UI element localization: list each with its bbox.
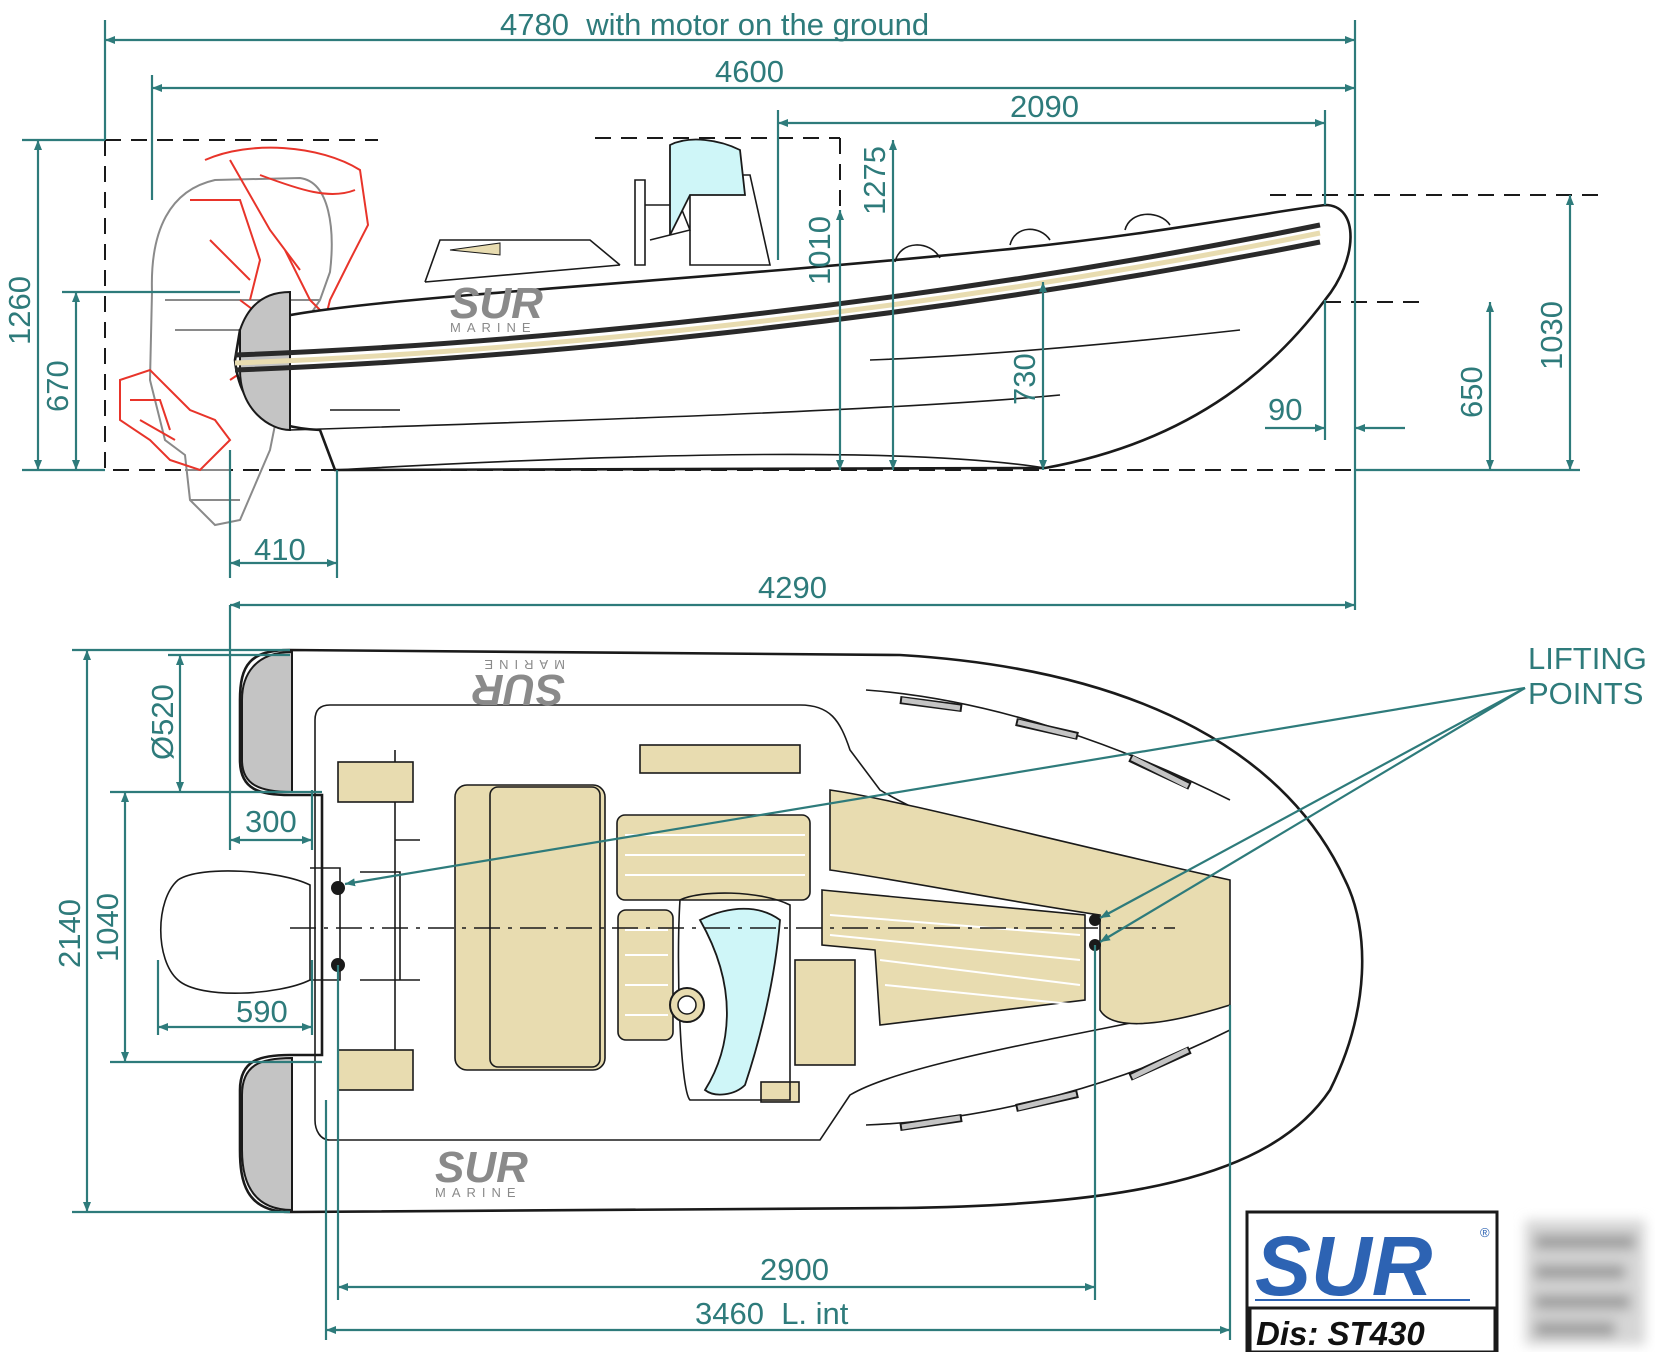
side-logo-sub: MARINE — [450, 320, 537, 335]
dim-1275: 1275 — [857, 146, 892, 215]
dim-520: Ø520 — [145, 684, 180, 760]
dim-3460: 3460 L. int — [695, 1296, 849, 1331]
dim-2090: 2090 — [1010, 89, 1079, 124]
plan-view: SUR MARINE SUR MARINE — [160, 648, 1364, 1214]
model-code: Dis: ST430 — [1256, 1315, 1425, 1352]
side-dimensions: 4780 with motor on the ground 4600 2090 … — [2, 7, 1580, 610]
lifting-points-label-1: LIFTING — [1528, 641, 1647, 676]
redacted-info — [1525, 1220, 1645, 1345]
dim-4600: 4600 — [715, 54, 784, 89]
dim-2900: 2900 — [760, 1252, 829, 1287]
dim-1040: 1040 — [90, 893, 125, 962]
lifting-points-label-2: POINTS — [1528, 676, 1643, 711]
dim-410: 410 — [254, 532, 306, 567]
title-block: SUR ® MARINE Dis: ST430 — [1245, 1210, 1645, 1352]
plan-logo-top: SUR — [472, 665, 565, 714]
teak-deck — [616, 789, 1231, 1041]
title-logo: SUR — [1255, 1219, 1433, 1313]
dim-1010: 1010 — [802, 216, 837, 285]
plan-logo-bottom: SUR — [435, 1143, 528, 1192]
plan-logo-bottom-sub: MARINE — [435, 1185, 522, 1200]
dim-2140: 2140 — [52, 899, 87, 968]
dim-670: 670 — [40, 360, 75, 412]
outboard-motor-side — [148, 176, 333, 527]
dim-4290: 4290 — [758, 570, 827, 605]
dim-1030: 1030 — [1534, 301, 1569, 370]
side-logo: SUR — [450, 279, 543, 328]
side-view: SUR MARINE — [104, 137, 1600, 527]
dim-1260: 1260 — [2, 276, 37, 345]
dim-300: 300 — [245, 804, 297, 839]
plan-logo-top-sub: MARINE — [478, 657, 565, 672]
title-logo-reg: ® — [1480, 1225, 1490, 1240]
plan-dimensions: 2140 1040 Ø520 300 590 2900 3460 L. int — [52, 605, 1647, 1340]
dim-650: 650 — [1454, 366, 1489, 418]
dim-90: 90 — [1268, 392, 1302, 427]
dim-4780: 4780 with motor on the ground — [500, 7, 929, 42]
dim-730: 730 — [1007, 353, 1042, 405]
dim-590: 590 — [236, 994, 288, 1029]
